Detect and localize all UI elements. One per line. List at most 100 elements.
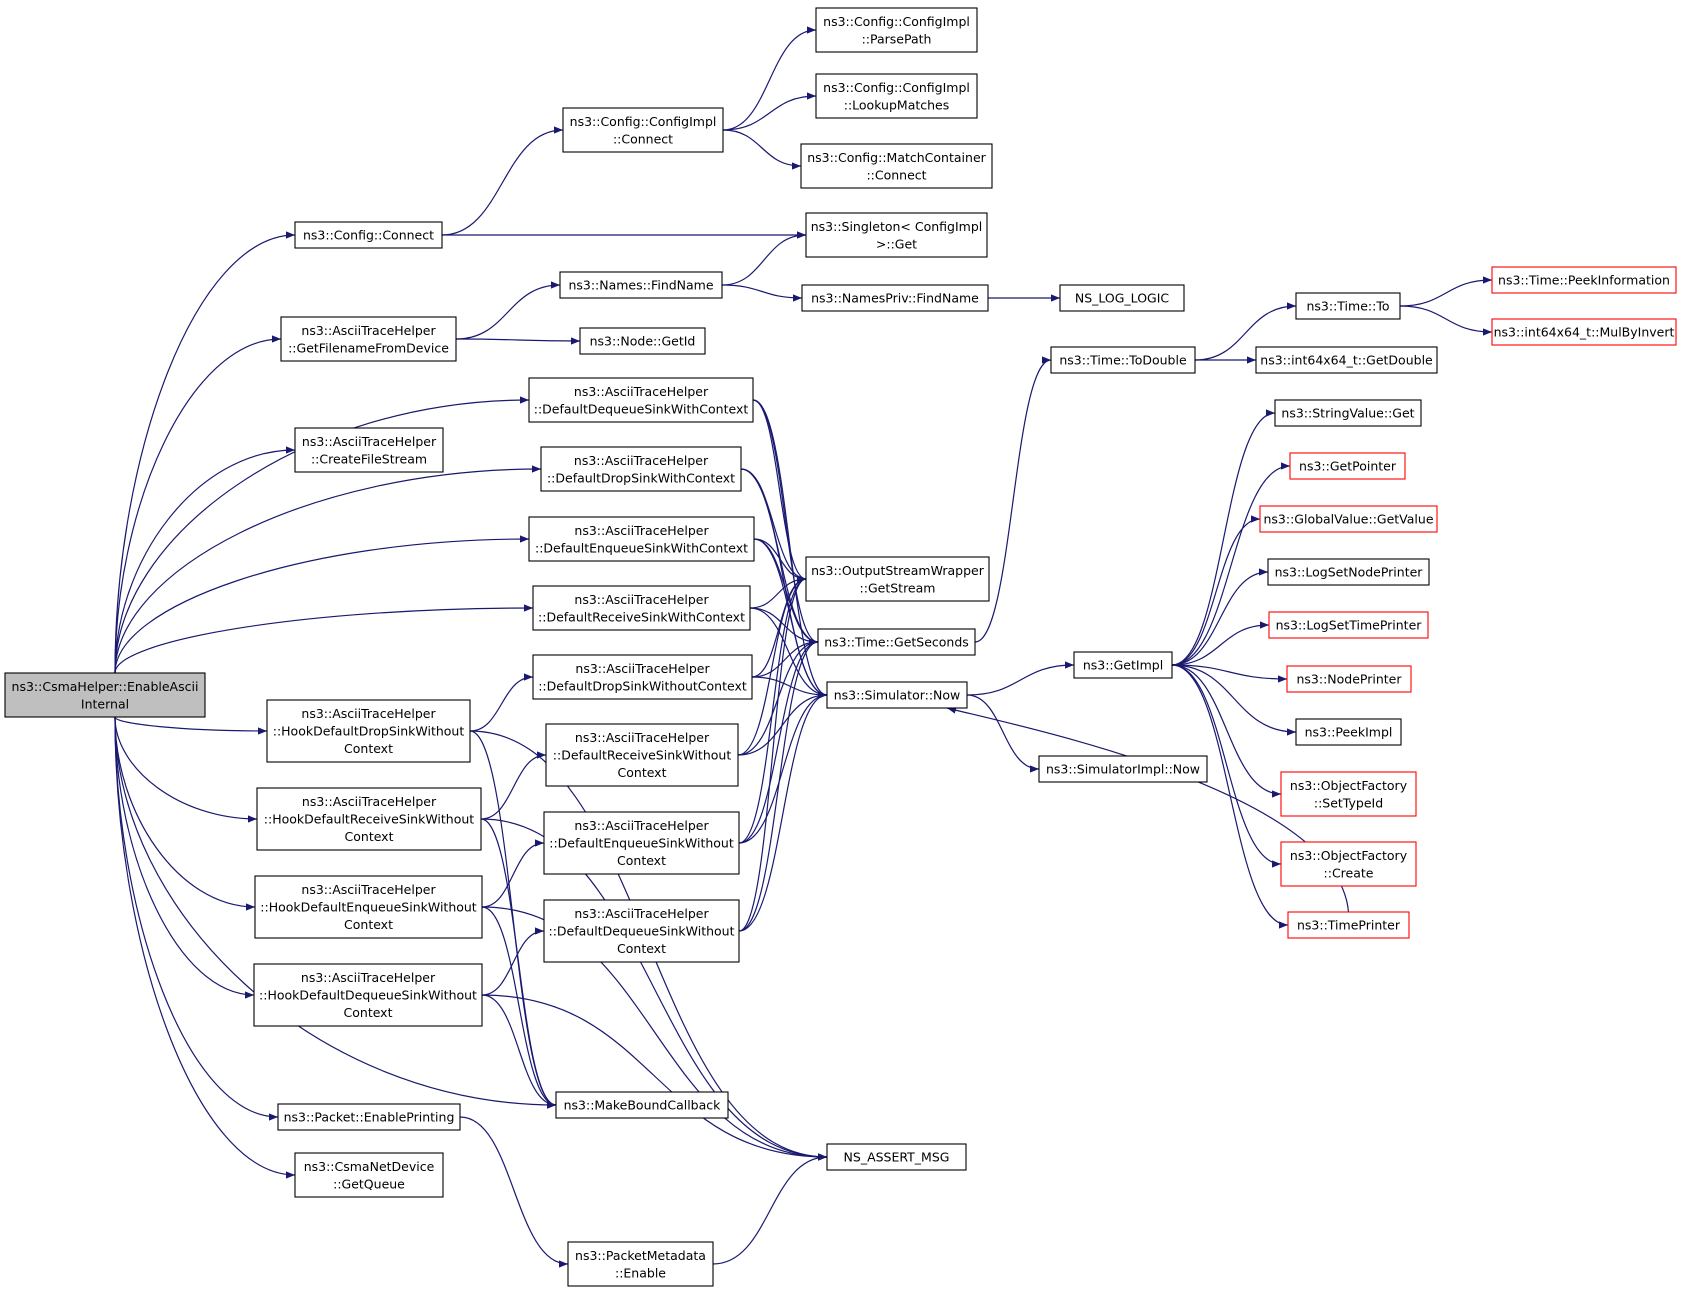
node-label: Internal xyxy=(81,696,129,711)
node-getdouble[interactable]: ns3::int64x64_t::GetDouble xyxy=(1255,346,1438,374)
node-box xyxy=(277,1103,461,1131)
node-getfilename[interactable]: ns3::AsciiTraceHelper::GetFilenameFromDe… xyxy=(280,316,457,362)
node-label: ns3::AsciiTraceHelper xyxy=(574,384,709,399)
node-simimplnow[interactable]: ns3::SimulatorImpl::Now xyxy=(1038,755,1208,783)
node-lookup[interactable]: ns3::Config::ConfigImpl::LookupMatches xyxy=(815,73,978,119)
edge-getimpl-to-nodeprinter xyxy=(1171,664,1288,683)
node-drcvwc[interactable]: ns3::AsciiTraceHelper::DefaultReceiveSin… xyxy=(532,585,751,631)
node-logtime[interactable]: ns3::LogSetTimePrinter xyxy=(1268,611,1429,639)
edge-root-to-pktprint xyxy=(114,716,279,1121)
node-label: ::CreateFileStream xyxy=(311,451,427,466)
node-label: ns3::StringValue::Get xyxy=(1281,406,1414,421)
node-label: ::DefaultDropSinkWithoutContext xyxy=(538,678,747,693)
node-globalget[interactable]: ns3::GlobalValue::GetValue xyxy=(1259,505,1438,533)
node-nslog[interactable]: NS_LOG_LOGIC xyxy=(1059,284,1185,312)
node-label: ::HookDefaultEnqueueSinkWithout xyxy=(260,900,477,915)
node-peekinfo[interactable]: ns3::Time::PeekInformation xyxy=(1491,266,1677,294)
node-getqueue[interactable]: ns3::CsmaNetDevice::GetQueue xyxy=(294,1152,444,1198)
node-nodeprinter[interactable]: ns3::NodePrinter xyxy=(1286,665,1412,693)
edge-getimpl-to-strget xyxy=(1171,409,1276,666)
node-label: ns3::Config::ConfigImpl xyxy=(570,114,717,129)
edge-root-to-hdeq xyxy=(114,716,255,999)
node-hdeq[interactable]: ns3::AsciiTraceHelper::HookDefaultDequeu… xyxy=(253,963,483,1027)
node-box xyxy=(4,672,206,718)
node-nodegetid[interactable]: ns3::Node::GetId xyxy=(579,327,706,355)
node-namesfind[interactable]: ns3::Names::FindName xyxy=(559,271,723,299)
node-ddrwc[interactable]: ns3::AsciiTraceHelper::DefaultDropSinkWi… xyxy=(540,446,742,492)
node-matchconn[interactable]: ns3::Config::MatchContainer::Connect xyxy=(800,143,993,189)
node-ofsettype[interactable]: ns3::ObjectFactory::SetTypeId xyxy=(1280,771,1417,817)
node-peekimpl[interactable]: ns3::PeekImpl xyxy=(1295,718,1402,746)
edge-line xyxy=(481,994,828,1161)
node-hdrop[interactable]: ns3::AsciiTraceHelper::HookDefaultDropSi… xyxy=(266,699,471,763)
node-ofcreate[interactable]: ns3::ObjectFactory::Create xyxy=(1280,841,1417,887)
node-getseconds[interactable]: ns3::Time::GetSeconds xyxy=(817,628,976,656)
node-label: ns3::GetImpl xyxy=(1083,658,1163,673)
edge-line xyxy=(1171,664,1288,683)
node-label: ns3::Node::GetId xyxy=(590,334,696,349)
node-cfgconnect[interactable]: ns3::Config::Connect xyxy=(294,221,443,249)
node-drcvwo[interactable]: ns3::AsciiTraceHelper::DefaultReceiveSin… xyxy=(545,723,739,787)
edge-line xyxy=(114,716,279,1121)
node-label: ns3::SimulatorImpl::Now xyxy=(1046,762,1200,777)
node-mulby[interactable]: ns3::int64x64_t::MulByInvert xyxy=(1491,318,1677,346)
node-box xyxy=(543,811,740,875)
node-denqwo[interactable]: ns3::AsciiTraceHelper::DefaultEnqueueSin… xyxy=(543,811,740,875)
node-label: ::Connect xyxy=(613,131,673,146)
node-timeto[interactable]: ns3::Time::To xyxy=(1295,292,1401,320)
node-ddeqwo[interactable]: ns3::AsciiTraceHelper::DefaultDequeueSin… xyxy=(543,899,740,963)
node-simnow[interactable]: ns3::Simulator::Now xyxy=(826,681,968,709)
node-denqwc[interactable]: ns3::AsciiTraceHelper::DefaultEnqueueSin… xyxy=(528,516,755,562)
node-ddqwc[interactable]: ns3::AsciiTraceHelper::DefaultDequeueSin… xyxy=(528,377,754,423)
node-getimpl[interactable]: ns3::GetImpl xyxy=(1073,651,1173,679)
node-pktprint[interactable]: ns3::Packet::EnablePrinting xyxy=(277,1103,461,1131)
node-timeprinter[interactable]: ns3::TimePrinter xyxy=(1287,911,1410,939)
node-ddropwo[interactable]: ns3::AsciiTraceHelper::DefaultDropSinkWi… xyxy=(532,654,753,700)
node-label: ns3::PeekImpl xyxy=(1305,725,1393,740)
node-assert[interactable]: NS_ASSERT_MSG xyxy=(826,1143,967,1171)
node-getpointer[interactable]: ns3::GetPointer xyxy=(1289,452,1406,480)
edge-line xyxy=(1399,305,1493,336)
edge-line xyxy=(966,694,1040,773)
node-singleton[interactable]: ns3::Singleton< ConfigImpl >::Get xyxy=(805,212,988,258)
node-todouble[interactable]: ns3::Time::ToDouble xyxy=(1050,346,1196,374)
node-cfgimplconnect[interactable]: ns3::Config::ConfigImpl::Connect xyxy=(562,107,724,153)
node-label: ns3::NodePrinter xyxy=(1296,672,1402,687)
node-label: ns3::LogSetNodePrinter xyxy=(1275,565,1424,580)
node-label: ::DefaultDequeueSinkWithout xyxy=(549,924,735,939)
edge-line xyxy=(481,839,545,908)
node-pktmeta[interactable]: ns3::PacketMetadata::Enable xyxy=(567,1241,714,1287)
edge-root-to-ddqwc xyxy=(114,396,530,674)
node-box xyxy=(1280,771,1417,817)
node-createfile[interactable]: ns3::AsciiTraceHelper::CreateFileStream xyxy=(294,427,444,473)
nodes: ns3::CsmaHelper::EnableAsciiInternalns3:… xyxy=(4,7,1677,1287)
node-hrcv[interactable]: ns3::AsciiTraceHelper::HookDefaultReceiv… xyxy=(256,787,482,851)
edge-root-to-cfgconnect xyxy=(114,231,296,674)
edge-line xyxy=(1171,664,1297,736)
node-box xyxy=(1038,755,1208,783)
node-box xyxy=(579,327,706,355)
node-label: ns3::Singleton< ConfigImpl xyxy=(811,219,983,234)
node-getstream[interactable]: ns3::OutputStreamWrapper::GetStream xyxy=(805,556,990,602)
node-lognode[interactable]: ns3::LogSetNodePrinter xyxy=(1267,558,1430,586)
edge-line xyxy=(722,129,802,170)
node-strget[interactable]: ns3::StringValue::Get xyxy=(1274,399,1422,427)
edge-ddropwo-to-getseconds xyxy=(751,638,819,678)
node-makebound[interactable]: ns3::MakeBoundCallback xyxy=(555,1091,729,1119)
node-box xyxy=(1491,318,1677,346)
edge-line xyxy=(1171,409,1276,666)
edge-line xyxy=(114,535,530,674)
node-box xyxy=(254,875,483,939)
edge-line xyxy=(752,399,828,699)
node-label: ns3::AsciiTraceHelper xyxy=(301,970,436,985)
edge-root-to-hdrop xyxy=(114,716,268,735)
node-label: Context xyxy=(617,941,666,956)
edge-line xyxy=(1171,664,1282,868)
node-namesprivfind[interactable]: ns3::NamesPriv::FindName xyxy=(801,284,989,312)
node-henq[interactable]: ns3::AsciiTraceHelper::HookDefaultEnqueu… xyxy=(254,875,483,939)
node-label: ::HookDefaultDropSinkWithout xyxy=(273,724,465,739)
node-parsepath[interactable]: ns3::Config::ConfigImpl::ParsePath xyxy=(815,7,978,53)
edge-line xyxy=(459,1116,569,1268)
edge-hdeq-to-assert xyxy=(481,994,828,1161)
